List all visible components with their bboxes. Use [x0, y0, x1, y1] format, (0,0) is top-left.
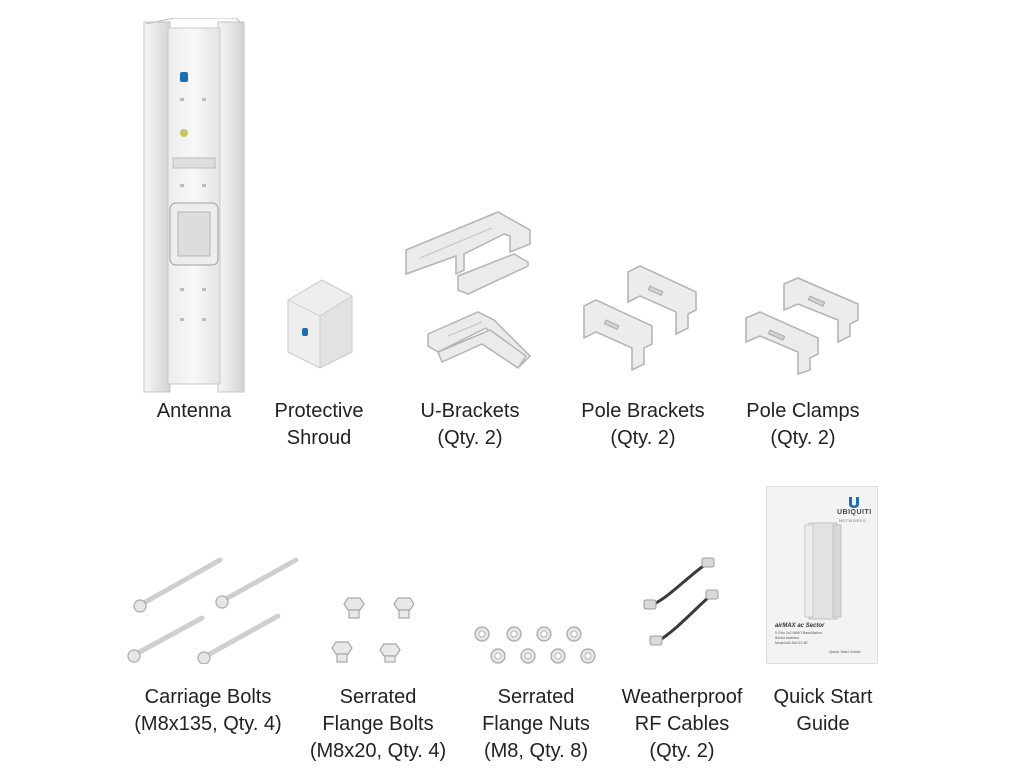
- weatherproof-rf-cables-label: Weatherproof RF Cables (Qty. 2): [621, 686, 743, 762]
- flange-nut-illustration: [474, 626, 596, 664]
- guide-booklet-illustration: UBIQUITI NETWORKS airMAX ac Sector 5 GHz…: [766, 486, 878, 664]
- guide-spec-2: Sector Antenna: [775, 636, 799, 640]
- guide-spec-3: Model AM-5AC21-60: [775, 641, 808, 645]
- guide-brand: UBIQUITI: [837, 509, 872, 516]
- pole-brackets-label: Pole Brackets (Qty. 2): [581, 400, 705, 449]
- shroud-illustration: [287, 279, 353, 369]
- rf-cable-illustration: [643, 557, 719, 646]
- serrated-flange-nuts-label: Serrated Flange Nuts (M8, Qty. 8): [482, 686, 590, 762]
- ubiquiti-logo-icon: [849, 497, 859, 508]
- guide-footer-text: Quick Start Guide: [829, 649, 861, 654]
- u-brackets-label: U-Brackets (Qty. 2): [420, 400, 520, 449]
- guide-product-title: airMAX ac Sector: [775, 623, 825, 629]
- pole-bracket-illustration: [583, 265, 697, 372]
- guide-antenna-image: [804, 522, 842, 620]
- pole-clamp-illustration: [745, 277, 859, 376]
- protective-shroud-label: Protective Shroud: [274, 400, 364, 449]
- quick-start-guide-label: Quick Start Guide: [773, 686, 873, 735]
- carriage-bolts-label: Carriage Bolts (M8x135, Qty. 4): [134, 686, 282, 735]
- pole-clamps-label: Pole Clamps (Qty. 2): [746, 400, 860, 449]
- antenna-illustration: [143, 18, 245, 393]
- carriage-bolt-illustration: [127, 557, 299, 664]
- u-bracket-illustration: [405, 211, 532, 370]
- guide-spec-1: 5 GHz 2x2 MIMO BaseStation: [775, 631, 822, 635]
- guide-brand-sub: NETWORKS: [839, 518, 867, 523]
- antenna-label: Antenna: [156, 400, 232, 422]
- serrated-flange-bolts-label: Serrated Flange Bolts (M8x20, Qty. 4): [309, 686, 447, 762]
- flange-bolt-illustration: [331, 597, 414, 663]
